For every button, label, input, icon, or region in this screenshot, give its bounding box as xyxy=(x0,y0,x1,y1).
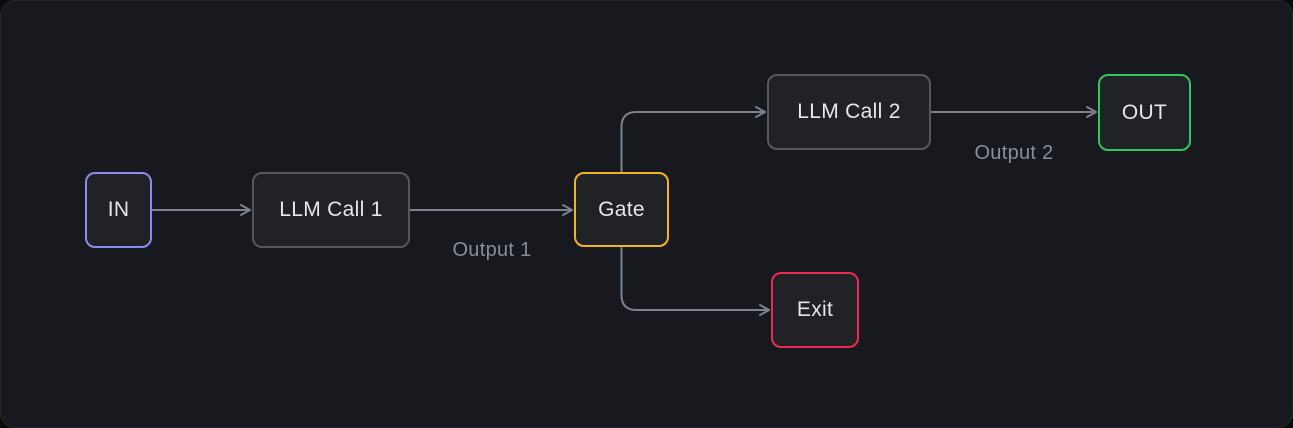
node-in[interactable]: IN xyxy=(85,172,152,248)
edge-label-output-2: Output 2 xyxy=(974,142,1054,164)
node-llm-call-1[interactable]: LLM Call 1 xyxy=(252,172,410,248)
node-out-label: OUT xyxy=(1121,100,1168,124)
node-exit-label: Exit xyxy=(796,298,834,321)
edge-label-output-1: Output 1 xyxy=(452,239,532,261)
node-llm-call-2-label: LLM Call 2 xyxy=(797,100,901,123)
node-in-label: IN xyxy=(107,198,130,221)
node-out[interactable]: OUT xyxy=(1098,74,1191,151)
edge-gate-to-exit xyxy=(620,247,770,316)
node-gate-label: Gate xyxy=(598,197,645,221)
node-llm-call-1-label: LLM Call 1 xyxy=(279,198,383,221)
node-exit[interactable]: Exit xyxy=(771,272,859,348)
node-gate[interactable]: Gate xyxy=(574,172,669,247)
node-llm-call-2[interactable]: LLM Call 2 xyxy=(767,74,931,150)
edge-gate-to-llm2 xyxy=(620,106,766,173)
